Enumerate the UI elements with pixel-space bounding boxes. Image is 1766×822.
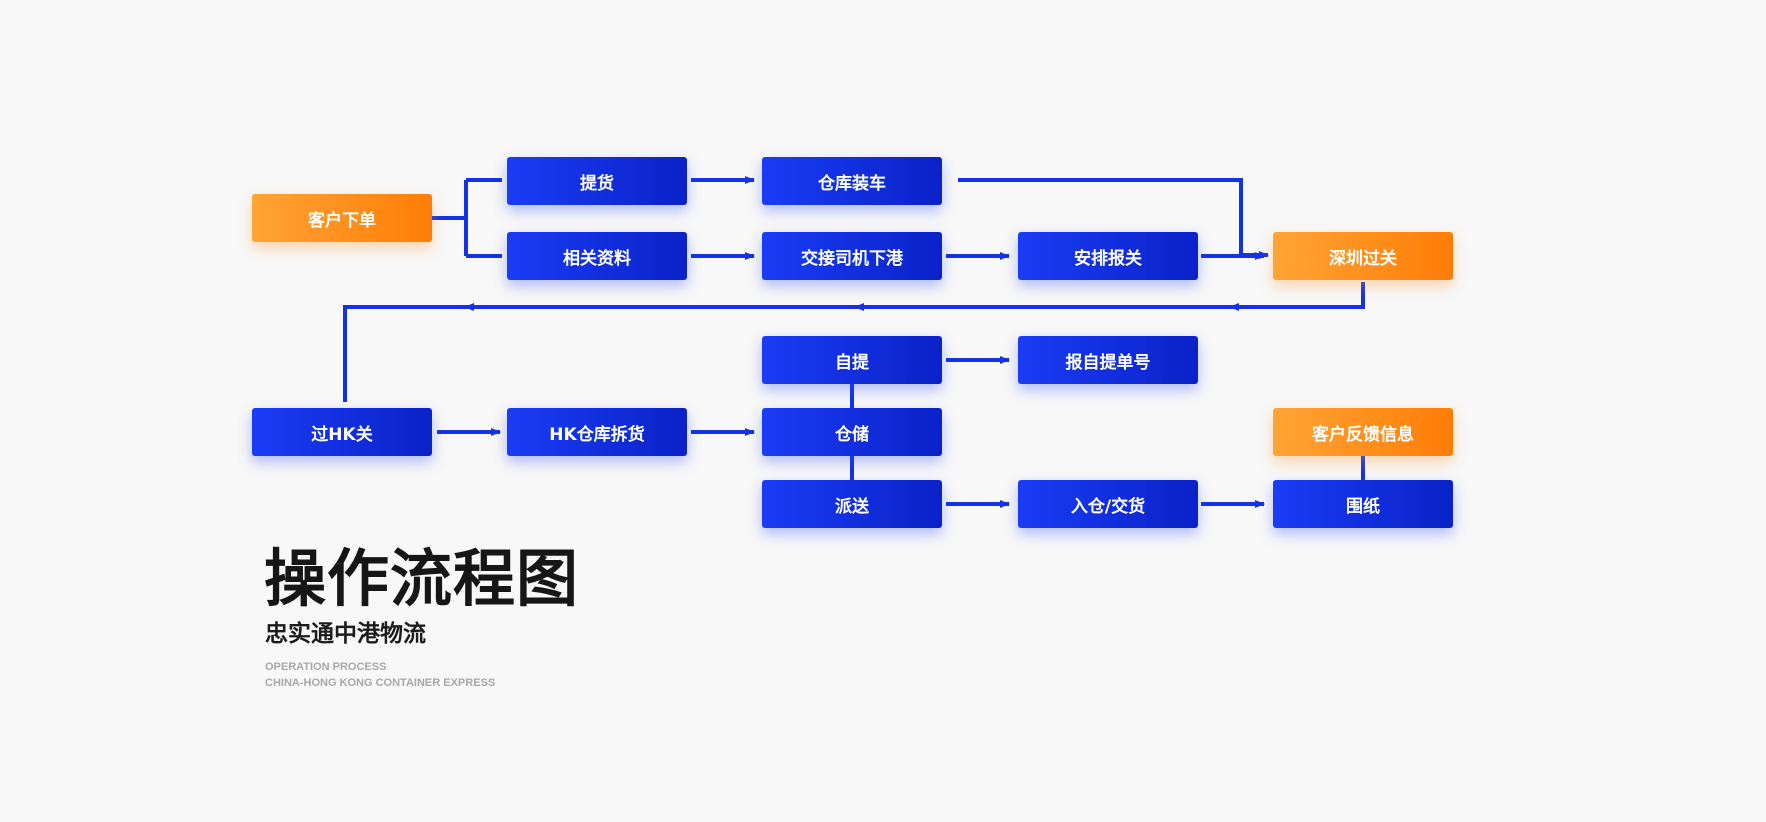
node-customer-feedback[interactable]: 客户反馈信息 bbox=[1273, 408, 1453, 456]
connector-order-branch bbox=[432, 178, 502, 258]
node-self-pickup[interactable]: 自提 bbox=[762, 336, 942, 384]
node-driver-handover[interactable]: 交接司机下港 bbox=[762, 232, 942, 280]
arrow-down-to-shenzhen bbox=[1239, 240, 1269, 259]
node-self-pickup-number[interactable]: 报自提单号 bbox=[1018, 336, 1198, 384]
node-warehouse-loading[interactable]: 仓库装车 bbox=[762, 157, 942, 205]
node-storage[interactable]: 仓储 bbox=[762, 408, 942, 456]
english-caption-line1: OPERATION PROCESS bbox=[265, 661, 387, 673]
node-shenzhen-clearance[interactable]: 深圳过关 bbox=[1273, 232, 1453, 280]
connector-loading-to-shenzhen bbox=[958, 178, 1243, 240]
page-subtitle: 忠实通中港物流 bbox=[265, 621, 426, 647]
page-title: 操作流程图 bbox=[264, 542, 580, 615]
node-sign-off[interactable]: 围纸 bbox=[1273, 480, 1453, 528]
node-customer-order[interactable]: 客户下单 bbox=[252, 194, 432, 242]
node-hk-unpacking[interactable]: HK仓库拆货 bbox=[507, 408, 687, 456]
node-documents[interactable]: 相关资料 bbox=[507, 232, 687, 280]
node-hk-clearance[interactable]: 过HK关 bbox=[252, 408, 432, 456]
node-warehouse-handover[interactable]: 入仓/交货 bbox=[1018, 480, 1198, 528]
node-delivery[interactable]: 派送 bbox=[762, 480, 942, 528]
english-caption-line2: CHINA-HONG KONG CONTAINER EXPRESS bbox=[265, 677, 496, 689]
node-arrange-declaration[interactable]: 安排报关 bbox=[1018, 232, 1198, 280]
node-pickup[interactable]: 提货 bbox=[507, 157, 687, 205]
